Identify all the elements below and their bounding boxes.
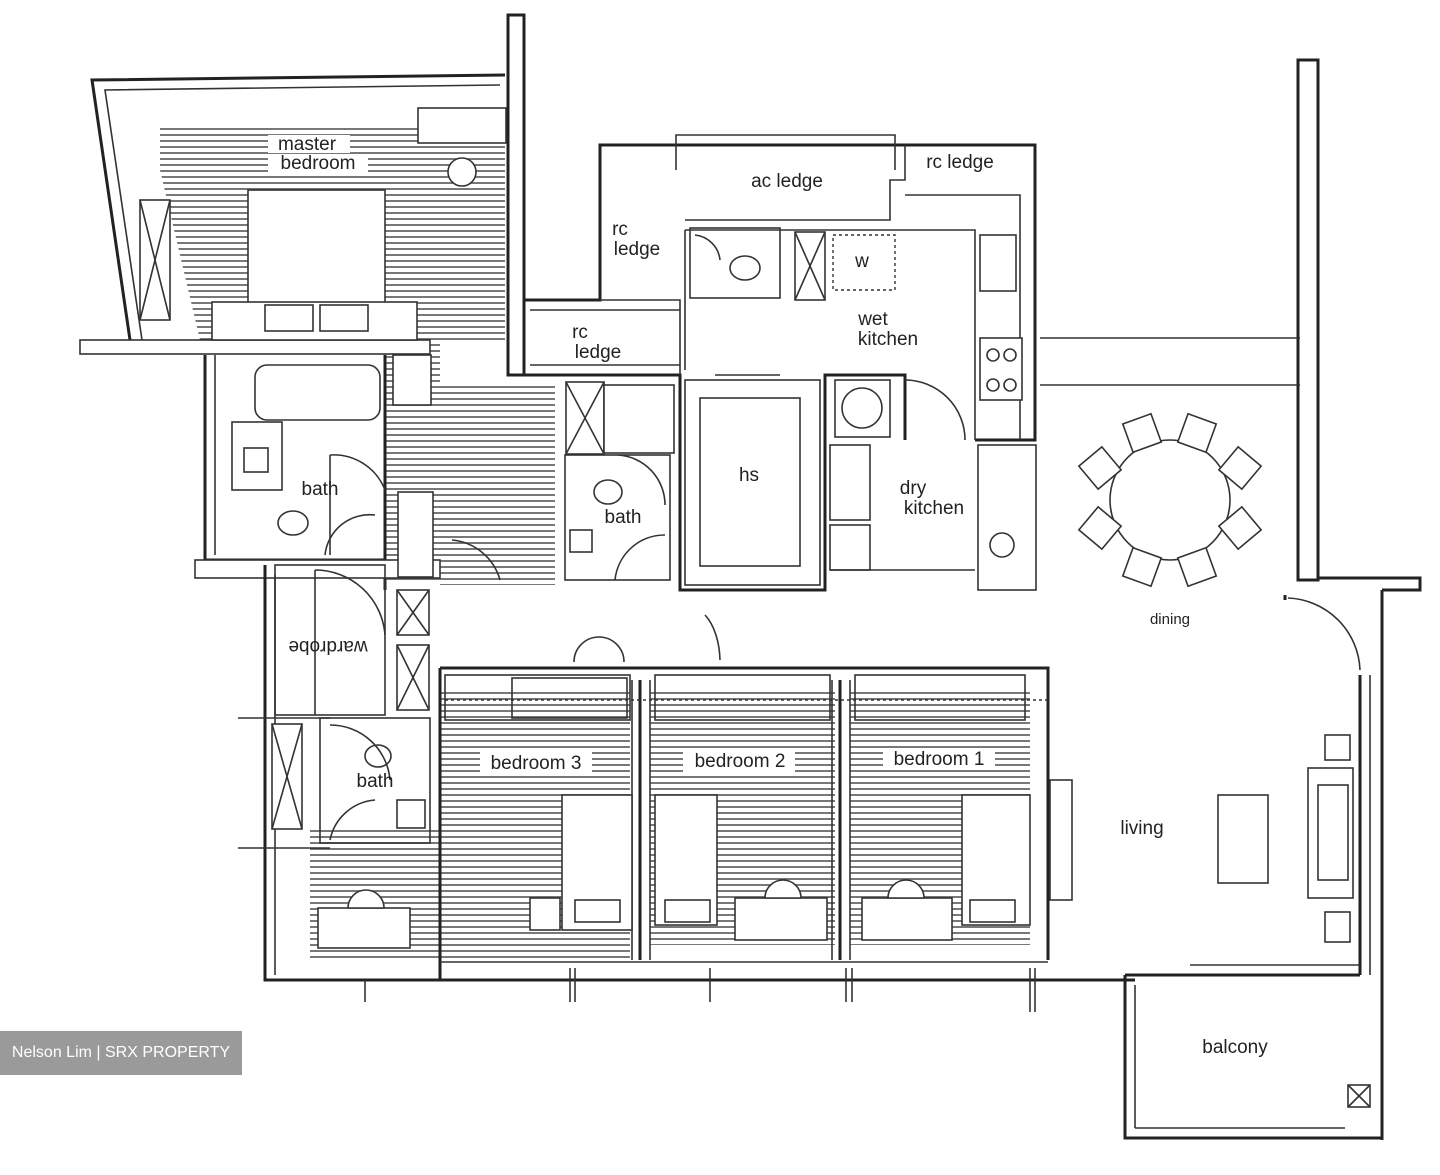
walls xyxy=(79,13,1422,1140)
label-master-bedroom-2: bedroom xyxy=(281,153,356,174)
label-wardrobe: wardrobe xyxy=(288,636,368,657)
label-balcony: balcony xyxy=(1202,1037,1268,1058)
center-bath-fixtures xyxy=(564,454,671,581)
label-living: living xyxy=(1120,818,1163,839)
label-bath-lower: bath xyxy=(357,771,394,792)
label-dry-kitchen-2: kitchen xyxy=(904,498,964,519)
watermark: Nelson Lim | SRX PROPERTY xyxy=(0,1031,242,1075)
bedroom-furniture xyxy=(317,674,1073,949)
corridor-fixtures xyxy=(392,354,675,581)
label-rc-ledge-mid-1: rc xyxy=(612,219,628,240)
household-shelter xyxy=(684,379,821,586)
label-bedroom-3: bedroom 3 xyxy=(491,753,582,774)
wardrobe-lower-bath xyxy=(271,564,721,844)
label-bath-master: bath xyxy=(302,479,339,500)
living-furniture xyxy=(1217,734,1354,943)
label-rc-ledge-top: rc ledge xyxy=(926,152,994,173)
label-master-bedroom-1: master xyxy=(278,134,337,155)
master-bath-fixtures xyxy=(231,364,386,556)
wet-kitchen-fixtures xyxy=(689,227,1023,441)
dining-table xyxy=(1077,412,1361,671)
label-bedroom-2: bedroom 2 xyxy=(695,751,786,772)
label-wet-kitchen-1: wet xyxy=(857,309,888,330)
label-bath-center: bath xyxy=(605,507,642,528)
label-washer: w xyxy=(854,251,869,272)
label-rc-ledge-low-2: ledge xyxy=(575,342,622,363)
dry-kitchen-fixtures xyxy=(829,379,1037,591)
room-labels: master bedroom ac ledge rc ledge rc ledg… xyxy=(268,134,1268,1058)
label-wet-kitchen-2: kitchen xyxy=(858,329,918,350)
label-dining: dining xyxy=(1150,611,1190,628)
label-bedroom-1: bedroom 1 xyxy=(894,749,985,770)
label-rc-ledge-mid-2: ledge xyxy=(614,239,661,260)
master-bedroom-furniture xyxy=(139,107,507,341)
label-ac-ledge: ac ledge xyxy=(751,171,823,192)
label-dry-kitchen-1: dry xyxy=(900,478,927,499)
label-hs: hs xyxy=(739,465,759,486)
label-rc-ledge-low-1: rc xyxy=(572,322,588,343)
